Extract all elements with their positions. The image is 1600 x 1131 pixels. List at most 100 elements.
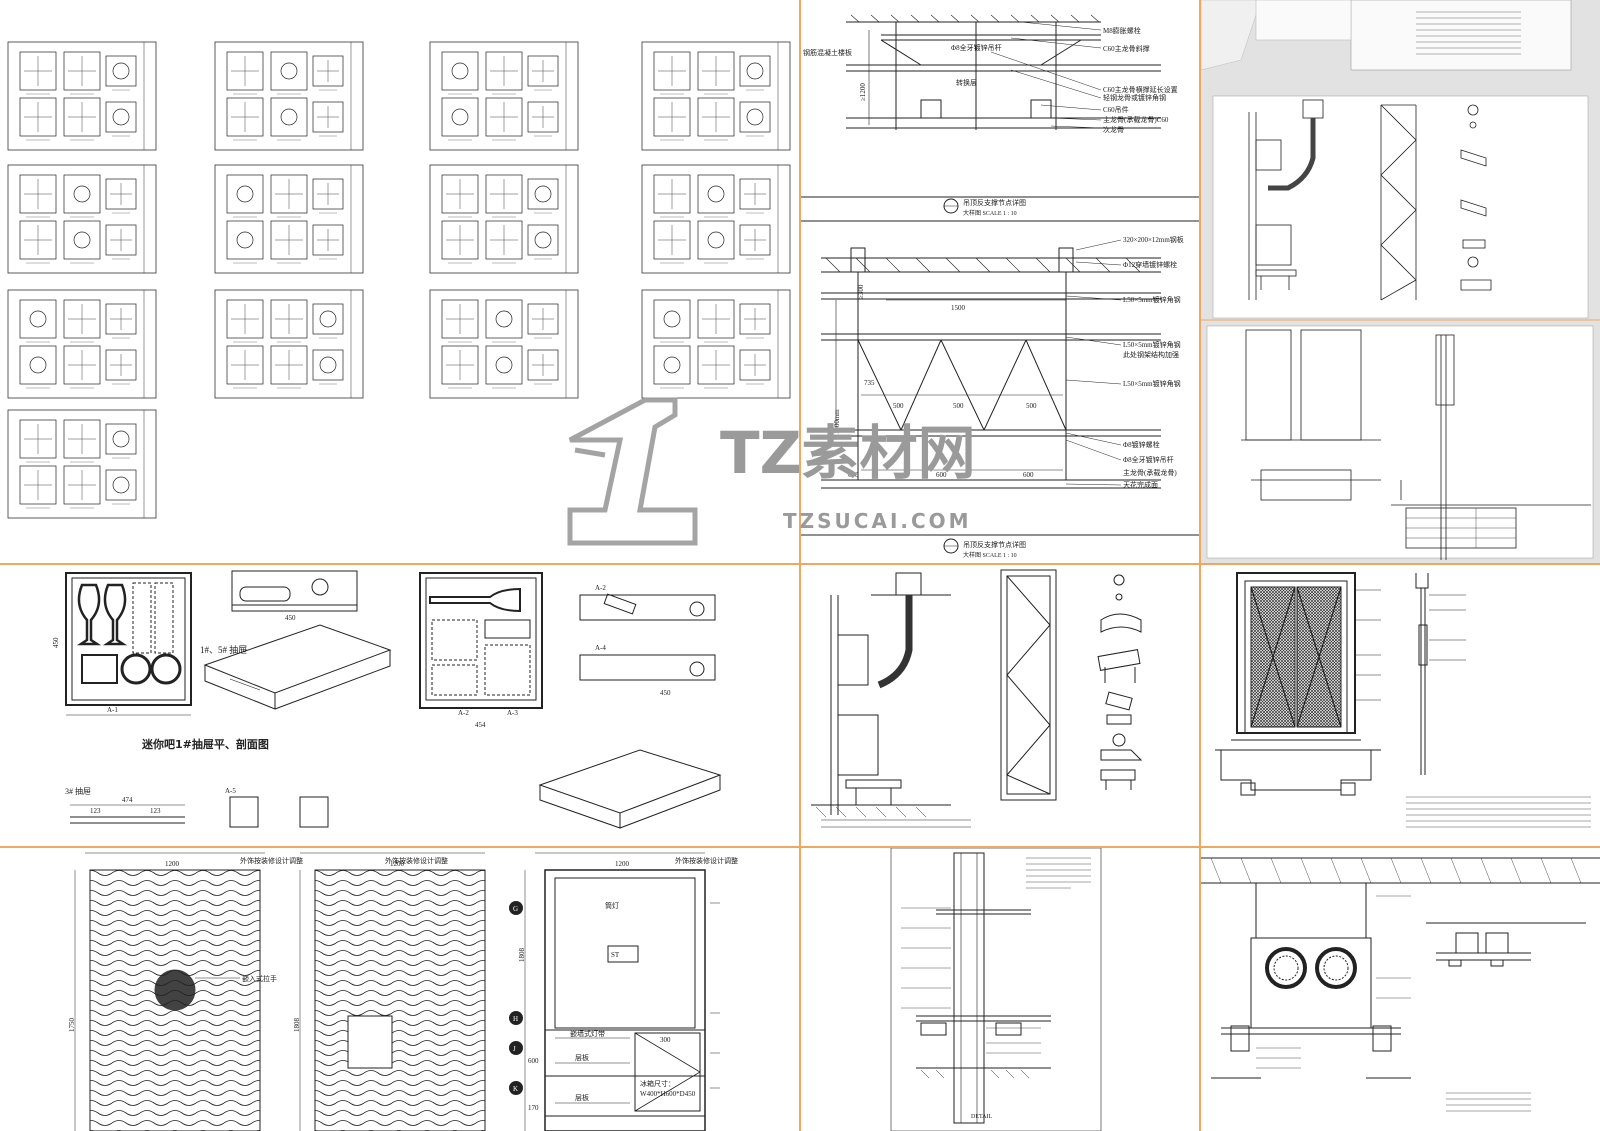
material-callout: ST [611,951,620,959]
sheet-thumbnail[interactable] [214,164,364,274]
section-label: A-4 [595,644,606,652]
drawer-drawings: 1#、5# 抽屉 迷你吧1#抽屉平、剖面图 3# 抽屉 A-1 A-2 A-3 … [52,570,722,829]
bottom-dimension: 500 [893,402,904,410]
bottom-label: 天花完成面 [1123,480,1158,489]
panel-sheet-overview [0,0,799,563]
bottom-dimension: 500 [953,402,964,410]
width-dimension: 1200 [165,860,180,868]
bottom-label: 主龙骨(承载龙骨) [1123,468,1177,477]
sheet-thumbnail[interactable] [429,41,579,151]
top-label: C60主龙骨横撑延长设置 [1103,85,1178,94]
sheet-thumbnail[interactable] [641,164,791,274]
bottom-label: 此处钢架结构加强 [1123,350,1179,359]
width-dimension: 1200 [390,860,405,868]
dimension: 450 [660,689,671,697]
section-label: A-3 [507,709,518,717]
handle-callout: 嵌入式拉手 [242,974,277,983]
bottom-dimension: ≥300 [857,284,865,299]
height-dimension: 1750 [68,1018,76,1033]
bottom-dimension: 500 [1026,402,1037,410]
bottom-detail-title: 吊顶反支撑节点详图 [963,540,1026,549]
door-elevation-drawing [1215,572,1591,828]
sheet-thumbnail[interactable] [7,41,157,151]
top-label: 轻钢龙骨或镀锌角钢 [1103,93,1166,102]
bottom-dimension: 170 [528,1104,539,1112]
section-marker: K [513,1085,518,1093]
dimension: 454 [475,721,486,729]
sheet-thumbnails [7,41,791,519]
panel-door-elevation [1201,565,1600,846]
top-label: M8膨胀螺栓 [1103,26,1141,35]
vertical-section-drawing: DETAIL [890,848,1102,1131]
bottom-detail-scale: 大样图 SCALE 1 : 10 [963,551,1017,559]
panel-vertical-section: DETAIL [801,848,1199,1131]
dimension: 123 [150,807,161,815]
sheet-thumbnail[interactable] [429,289,579,399]
header-note: 外饰按装修设计调整 [675,856,738,865]
top-detail-scale: 大样图 SCALE 1 : 10 [963,209,1017,217]
bottom-dimension: 1500 [951,304,966,312]
drawer-label: 1#、5# 抽屉 [200,644,247,655]
panel-cabinet-elevations: 外饰按装修设计调整 外饰按装修设计调整 外饰按装修设计调整 1200 1200 … [0,848,799,1131]
top-label: 钢筋混凝土楼板 [803,48,852,57]
bottom-dimension: 600 [528,1057,539,1065]
bottom-label: L50×5mm镀锌角钢 [1123,379,1181,388]
shelf-label: 嵌墙式灯带 [570,1029,605,1038]
bottom-dimension: ≤1500mm [833,409,841,438]
shelf-label: 层板 [575,1053,589,1062]
panel-minibar-drawers: 1#、5# 抽屉 迷你吧1#抽屉平、剖面图 3# 抽屉 A-1 A-2 A-3 … [0,565,799,846]
top-detail-title: 吊顶反支撑节点详图 [963,198,1026,207]
width-dimension: 1200 [615,860,630,868]
dimension: 450 [52,637,60,648]
sheet-thumbnail[interactable] [7,409,157,519]
header-note: 外饰按装修设计调整 [240,856,303,865]
shelf-label: 层板 [575,1093,589,1102]
top-label: C60主龙骨斜撑 [1103,44,1150,53]
section-label: DETAIL [971,1114,993,1120]
sheet-thumbnail[interactable] [641,41,791,151]
section-label: A-5 [225,787,236,795]
height-dimension: 1808 [518,948,526,963]
panel-ceiling-support-detail: M8膨胀螺栓 C60主龙骨斜撑 Φ8全牙镀锌吊杆 C60主龙骨横撑延长设置 轻钢… [801,0,1199,563]
cabinet-elevation-drawing: 外饰按装修设计调整 外饰按装修设计调整 外饰按装修设计调整 1200 1200 … [68,852,738,1131]
duct-section-drawing [1201,857,1600,1112]
bottom-dimension: 600 [1023,471,1034,479]
sheet-thumbnail[interactable] [214,289,364,399]
dimension: 450 [285,614,296,622]
sheet-thumbnail[interactable] [641,289,791,399]
bottom-dimension: 735 [864,379,875,387]
section-label: A-2 [595,584,606,592]
sheet-thumbnail[interactable] [214,41,364,151]
section-marker: J [513,1045,516,1053]
top-label: 次龙骨 [1103,125,1124,134]
dimension: 474 [122,796,133,804]
panel-hardware-details [1201,0,1600,563]
section-label: A-1 [107,706,118,714]
drawer-caption: 迷你吧1#抽屉平、剖面图 [141,737,269,751]
bottom-label: Φ8全牙镀锌吊杆 [1123,455,1174,464]
hardware-detail-sheets [1201,0,1600,560]
sheet-thumbnail[interactable] [7,164,157,274]
section-marker: H [513,1015,518,1023]
panel-hinge-details [801,565,1199,846]
top-label: Φ8全牙镀锌吊杆 [951,43,1002,52]
top-dimension: ≥1200 [859,83,867,101]
bottom-dimension: 300 [660,1036,671,1044]
ceiling-support-drawing: M8膨胀螺栓 C60主龙骨斜撑 Φ8全牙镀锌吊杆 C60主龙骨横撑延长设置 轻钢… [801,14,1199,559]
height-dimension: 1808 [293,1018,301,1033]
light-callout: 筒灯 [605,901,619,910]
top-label: 主龙骨(承载龙骨)C60 [1103,115,1169,124]
section-label: A-2 [458,709,469,717]
bottom-label: 320×200×12mm钢板 [1123,235,1184,244]
sheet-thumbnail[interactable] [7,289,157,399]
bottom-label: Φ12穿墙镀锌螺栓 [1123,260,1177,269]
drawer-label: 3# 抽屉 [65,786,91,796]
top-label: C60吊件 [1103,105,1129,114]
bottom-label: Φ8镀锌螺栓 [1123,440,1160,449]
panel-duct-section [1201,848,1600,1131]
bottom-dimension: 600 [936,471,947,479]
bottom-dimension: 600 [848,471,859,479]
bottom-label: L50×5mm镀锌角钢 [1123,340,1181,349]
sheet-thumbnail[interactable] [429,164,579,274]
hinge-detail-drawing [811,569,1143,828]
